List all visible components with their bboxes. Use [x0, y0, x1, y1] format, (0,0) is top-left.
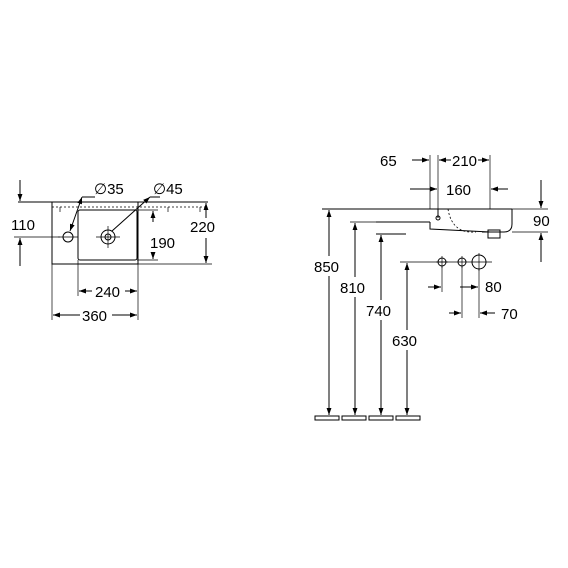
label-connection-spacing-a: 80: [485, 279, 502, 296]
label-bowl-depth: 190: [150, 235, 175, 252]
label-basin-height: 90: [533, 213, 550, 230]
floor-block-2: [341, 415, 367, 421]
side-view: 65 210 160 90 850 810 740: [312, 153, 550, 421]
basin-outline: [51, 202, 139, 265]
label-connection-spacing-b: 70: [501, 306, 518, 323]
label-rim-height: 850: [314, 259, 339, 276]
label-bg-810: [338, 277, 374, 297]
label-overall-width: 360: [82, 308, 107, 325]
label-waste-height: 740: [366, 303, 391, 320]
label-overall-depth: 220: [190, 219, 215, 236]
rim-ticks: [59, 207, 201, 212]
label-bowl-width: 240: [95, 284, 120, 301]
leader-tap-hole: [69, 196, 83, 232]
floor-block-4: [395, 415, 421, 421]
bowl-outline: [77, 209, 138, 261]
label-connection-height: 630: [392, 333, 417, 350]
tap-hole-point-icon: [435, 215, 441, 221]
floor-block-3: [368, 415, 394, 421]
label-tap-to-back: 210: [452, 153, 477, 170]
label-bg-850: [312, 256, 348, 276]
leader-waste: [111, 196, 151, 232]
waste-outlet: [487, 229, 501, 239]
label-tap-hole-diameter: ∅35: [94, 181, 124, 198]
label-waste-diameter: ∅45: [153, 181, 183, 198]
label-bg-630: [390, 330, 426, 350]
label-underside-height: 810: [340, 280, 365, 297]
label-waste-to-back: 160: [446, 182, 471, 199]
label-tap-hole-offset: 110: [11, 217, 35, 234]
floor-block-1: [314, 415, 340, 421]
label-bg-740: [364, 300, 400, 320]
basin-underside: [429, 222, 491, 233]
label-rim-to-tap: 65: [380, 153, 397, 170]
basin-front-profile: [482, 209, 513, 233]
plan-view: ∅35 ∅45 110 190 220 240 360: [11, 180, 215, 325]
bowl-curve: [447, 208, 477, 233]
